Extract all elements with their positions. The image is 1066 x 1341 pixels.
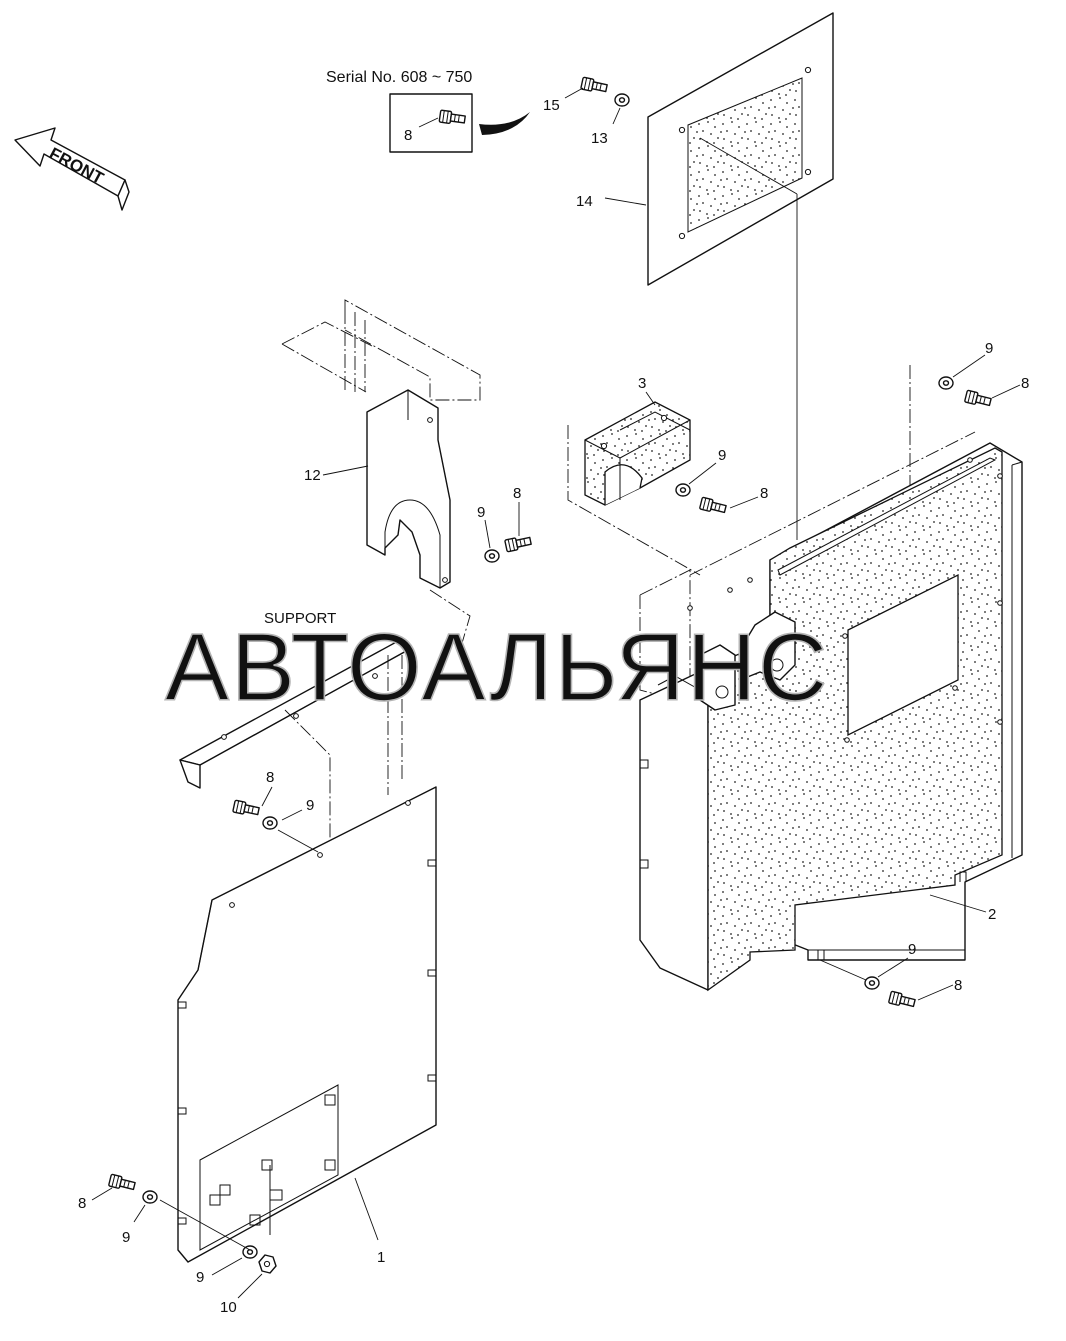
callout-9-e: 9 [718, 447, 726, 464]
callout-8-d: 8 [760, 485, 768, 502]
front-arrow-icon: FRONT [14, 127, 130, 211]
callout-8-b: 8 [266, 769, 274, 786]
part-14-plate [647, 12, 834, 540]
callout-3: 3 [638, 375, 646, 392]
callout-1: 1 [377, 1249, 385, 1266]
callout-8-a: 8 [513, 485, 521, 502]
callout-13: 13 [591, 130, 608, 147]
callout-9-a: 9 [477, 504, 485, 521]
serial-inset: Serial No. 608 ~ 750 8 [326, 69, 530, 153]
callout-8-c: 8 [78, 1195, 86, 1212]
inset-arrow-icon [479, 112, 530, 135]
part-1-panel [177, 786, 437, 1263]
serial-note: Serial No. 608 ~ 750 [326, 69, 472, 86]
hinge-block [657, 611, 796, 711]
nut-icon [258, 1254, 277, 1274]
callout-8-f: 8 [954, 977, 962, 994]
callout-8-inset: 8 [404, 127, 412, 144]
callout-14: 14 [576, 193, 593, 210]
callout-9-f: 9 [985, 340, 993, 357]
callout-9-b: 9 [306, 797, 314, 814]
callout-2: 2 [988, 906, 996, 923]
callout-8-e: 8 [1021, 375, 1029, 392]
support-angle [179, 589, 471, 860]
callout-9-c: 9 [122, 1229, 130, 1246]
part-2-panel [639, 365, 1023, 992]
support-label: SUPPORT [264, 610, 336, 627]
callout-9-g: 9 [908, 941, 916, 958]
front-label: FRONT [46, 144, 107, 189]
watermark: АВТОАЛЬЯНС [165, 614, 829, 721]
part-3-block [567, 391, 701, 576]
callout-10: 10 [220, 1299, 237, 1316]
callout-15: 15 [543, 97, 560, 114]
callout-12: 12 [304, 467, 321, 484]
part-12-bracket [281, 299, 481, 589]
callout-9-d: 9 [196, 1269, 204, 1286]
